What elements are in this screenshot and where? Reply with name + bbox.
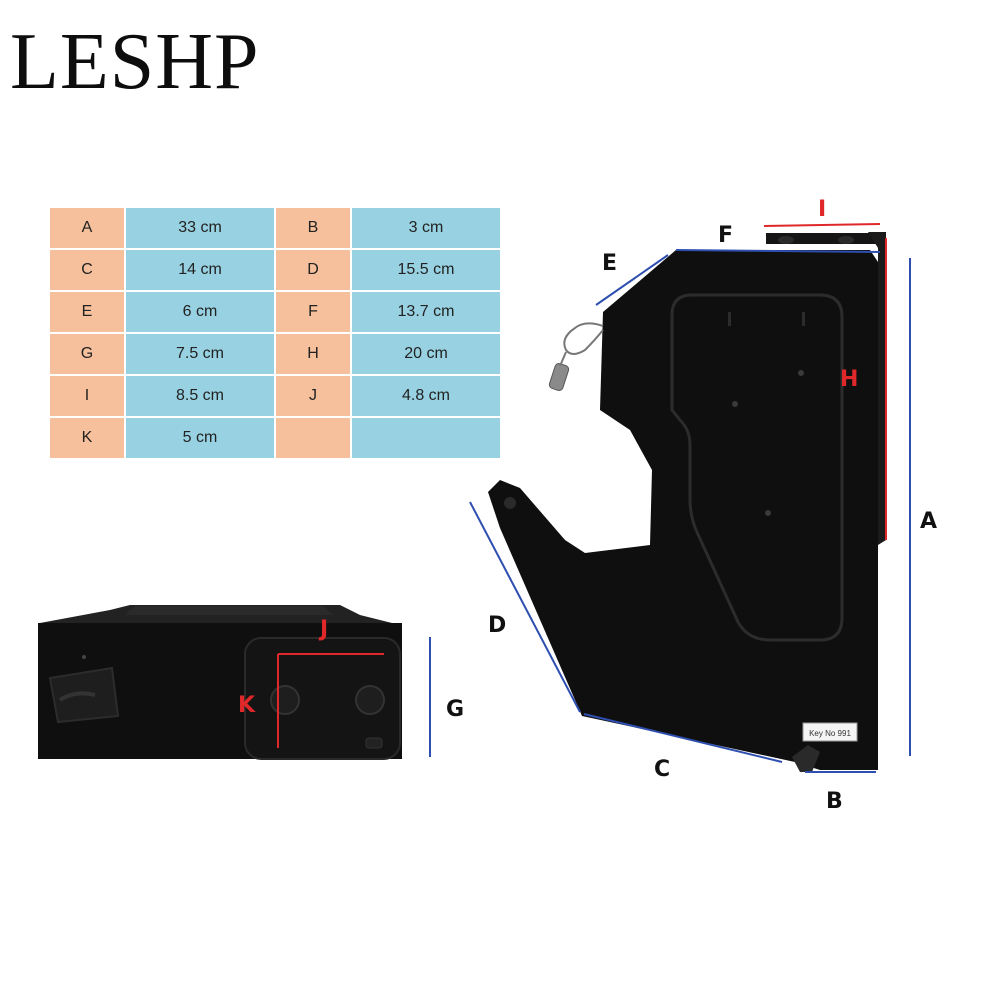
dim-key-cell: K [48, 416, 126, 460]
table-row: I 8.5 cm J 4.8 cm [48, 374, 502, 418]
table-row: E 6 cm F 13.7 cm [48, 290, 502, 334]
label-f: F [718, 223, 733, 248]
dim-value-cell-empty [350, 416, 502, 460]
dim-value-cell: 14 cm [124, 248, 276, 292]
blue-dimension-lines [429, 249, 911, 773]
label-j: J [318, 617, 328, 642]
label-i: I [818, 197, 826, 222]
dim-value-cell: 4.8 cm [350, 374, 502, 418]
table-row: C 14 cm D 15.5 cm [48, 248, 502, 292]
label-h: H [840, 367, 858, 392]
dimension-line-c [583, 713, 783, 763]
dimension-line-e [595, 254, 669, 306]
label-a: A [920, 509, 937, 534]
dim-key-cell: C [48, 248, 126, 292]
dim-value-cell: 8.5 cm [124, 374, 276, 418]
table-row: G 7.5 cm H 20 cm [48, 332, 502, 376]
dim-key-cell-empty [274, 416, 352, 460]
brand-logo: LESHP [10, 18, 260, 106]
label-c: C [654, 757, 670, 782]
dimension-line-i [763, 223, 881, 227]
dim-value-cell: 15.5 cm [350, 248, 502, 292]
dim-value-cell: 6 cm [124, 290, 276, 334]
table-row: A 33 cm B 3 cm [48, 206, 502, 250]
dim-key-cell: F [274, 290, 352, 334]
dim-key-cell: H [274, 332, 352, 376]
table-row: K 5 cm [48, 416, 502, 460]
label-e: E [602, 251, 617, 276]
key-tag-text: Key No 991 [809, 729, 851, 738]
dim-value-cell: 7.5 cm [124, 332, 276, 376]
dim-key-cell: A [48, 206, 126, 250]
dimensions-table: A 33 cm B 3 cm C 14 cm D 15.5 cm E 6 cm … [48, 206, 502, 460]
dim-key-cell: E [48, 290, 126, 334]
dim-value-cell: 13.7 cm [350, 290, 502, 334]
red-dimension-lines [277, 223, 887, 748]
dimension-line-d [469, 501, 581, 713]
dim-value-cell: 33 cm [124, 206, 276, 250]
dim-value-cell: 3 cm [350, 206, 502, 250]
dim-key-cell: D [274, 248, 352, 292]
dim-key-cell: G [48, 332, 126, 376]
dim-key-cell: I [48, 374, 126, 418]
label-b: B [826, 789, 843, 814]
dim-value-cell: 5 cm [124, 416, 276, 460]
dimension-line-f [675, 249, 881, 253]
label-k: K [238, 693, 256, 718]
label-d: D [488, 613, 506, 638]
label-g: G [446, 697, 464, 722]
safe-side-view [488, 232, 886, 772]
safe-top-view [38, 605, 402, 760]
dim-key-cell: J [274, 374, 352, 418]
dim-key-cell: B [274, 206, 352, 250]
dim-value-cell: 20 cm [350, 332, 502, 376]
